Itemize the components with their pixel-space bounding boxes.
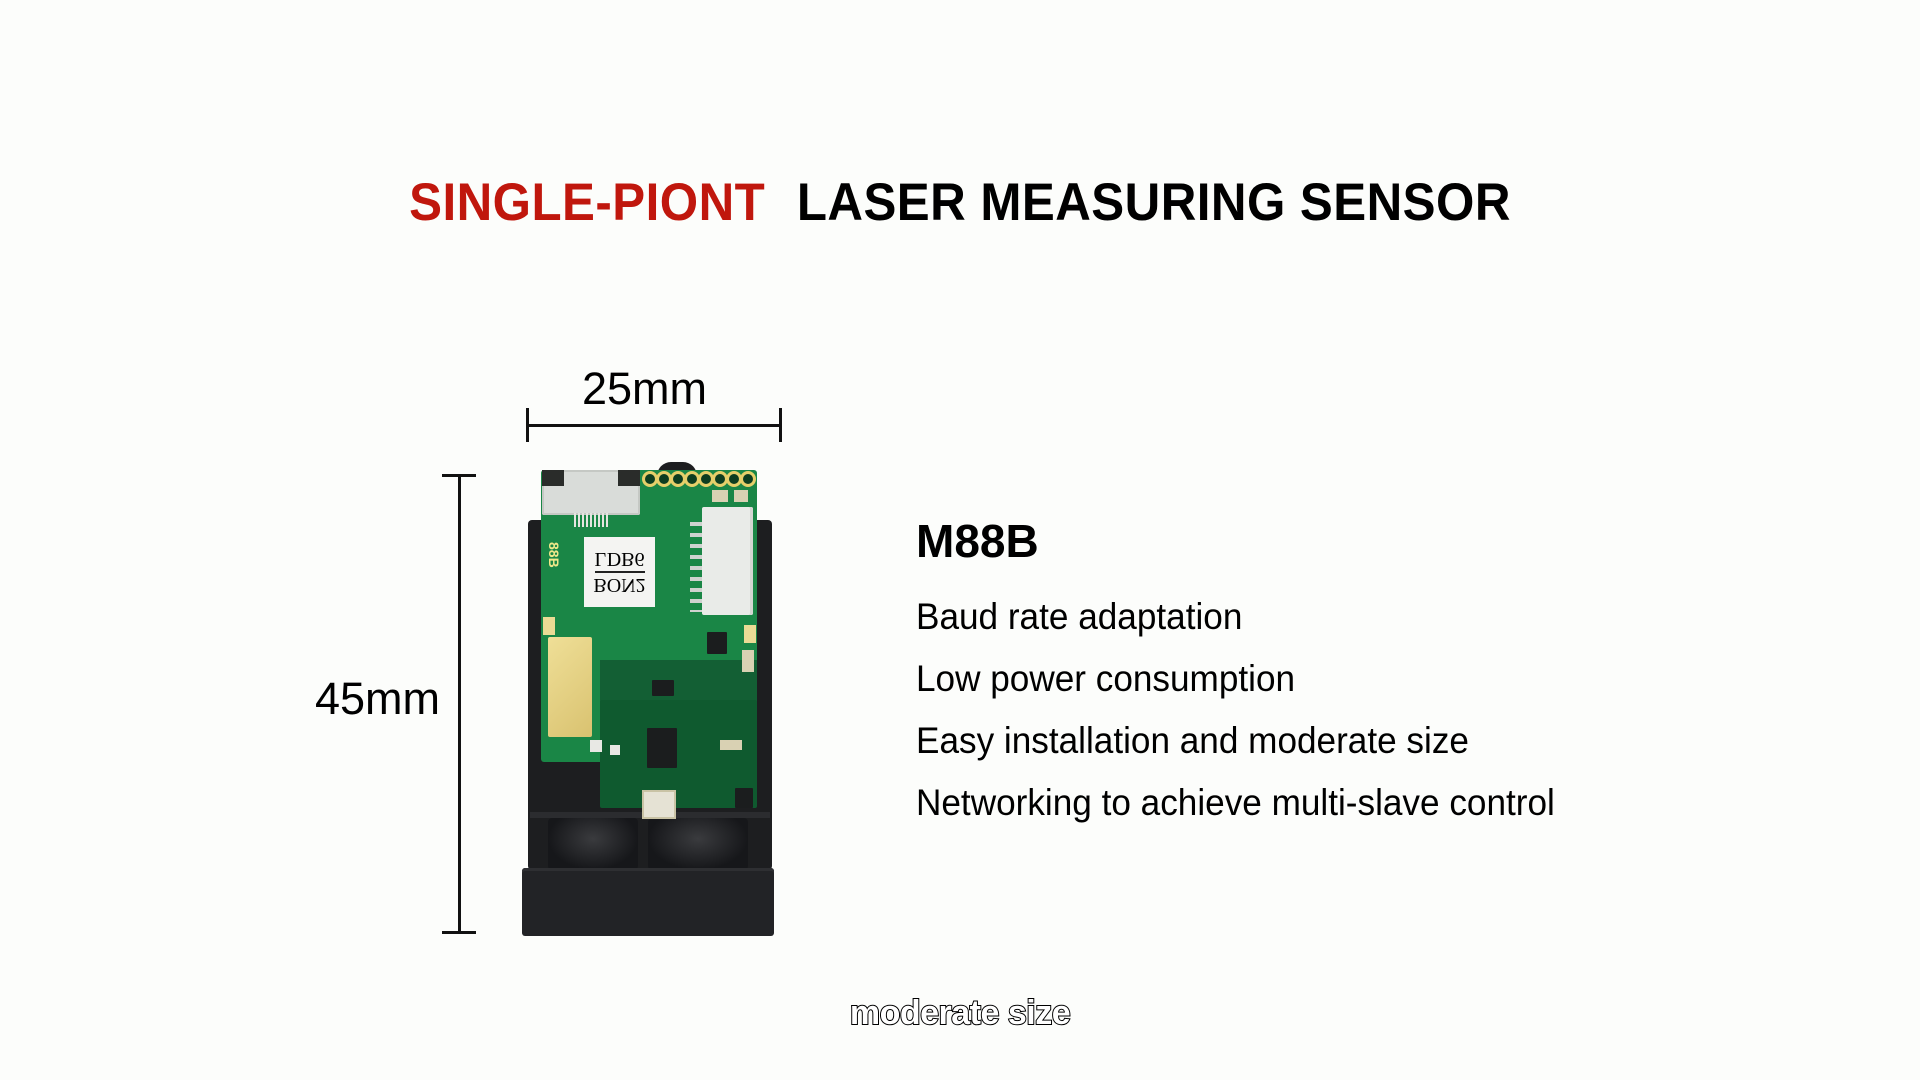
main-ic-chip: [647, 728, 677, 768]
solder-pad: [645, 474, 655, 484]
video-subtitle: moderate size: [849, 993, 1072, 1033]
feature-item: Easy installation and moderate size: [916, 720, 1469, 761]
page-title: SINGLE-PIONT LASER MEASURING SENSOR: [67, 172, 1853, 233]
solder-pad: [673, 474, 683, 484]
width-dimension-label: 25mm: [582, 363, 708, 414]
solder-pad: [729, 474, 739, 484]
emitter-lens: [648, 818, 748, 870]
feature-item: Low power consumption: [916, 658, 1296, 699]
capacitor: [720, 740, 742, 750]
chip-label-line1: BON2: [593, 574, 646, 596]
specs-panel: M88B Baud rate adaptation Low power cons…: [916, 518, 1588, 834]
width-dimension-line: [526, 408, 782, 442]
ic-chip: [707, 632, 727, 654]
title-rest: LASER MEASURING SENSOR: [796, 173, 1511, 232]
chip-label: BON2 LDB6: [584, 537, 655, 607]
fpc-pins: [574, 513, 608, 527]
chip-label-line2: LDB6: [594, 548, 645, 570]
capacitor: [742, 650, 754, 672]
fpc-corner-right: [618, 470, 640, 486]
connector-pins: [690, 522, 704, 612]
housing-base: [522, 868, 774, 936]
feature-item: Networking to achieve multi-slave contro…: [916, 782, 1555, 823]
receiver-lens: [548, 818, 638, 870]
smd-pad: [744, 625, 756, 643]
feature-item: Baud rate adaptation: [916, 596, 1243, 637]
height-dimension-line: [442, 474, 476, 934]
side-connector: [702, 507, 753, 615]
title-highlight: SINGLE-PIONT: [409, 173, 766, 232]
solder-pad: [743, 474, 753, 484]
crystal-oscillator: [642, 790, 676, 819]
board-silkscreen: 88B: [546, 542, 562, 568]
solder-pad: [701, 474, 711, 484]
smd-pad: [543, 617, 555, 635]
height-dimension-label: 45mm: [315, 673, 441, 724]
transistor: [652, 680, 674, 696]
solder-pad: [659, 474, 669, 484]
gold-shield-plate: [548, 637, 592, 737]
led: [590, 740, 602, 752]
solder-pad: [687, 474, 697, 484]
smd-pad: [734, 490, 748, 502]
fpc-corner-left: [542, 470, 564, 486]
led: [610, 745, 620, 755]
solder-pad: [715, 474, 725, 484]
model-name: M88B: [916, 515, 1039, 567]
smd-pad: [712, 490, 728, 502]
pcb-lower-section: [600, 700, 757, 808]
inductor: [735, 788, 753, 808]
